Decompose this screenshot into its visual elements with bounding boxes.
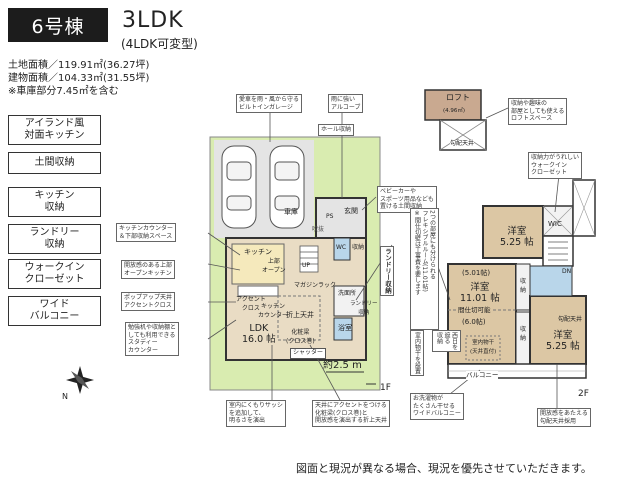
room-west3-sloped: 勾配天井 — [558, 316, 583, 323]
callout-walkin-closet: 収納力がうれしい ウォークイン クローゼット — [528, 152, 583, 179]
callout-popup-ceiling: ポップアップ天井 アクセントクロス — [121, 292, 176, 311]
bath-label: 浴室 — [338, 324, 352, 332]
callout-west-storage: 西日を 遮る 収納 — [432, 330, 461, 352]
dn-label: DN — [562, 268, 572, 275]
floor1-label: 1F — [380, 383, 391, 393]
building-area: 建物面積／104.33㎡(31.55坪) — [8, 73, 150, 84]
partition-label: 間仕切可能 — [458, 306, 491, 315]
layout-type: 3LDK — [122, 8, 184, 33]
kitchen-counter-label: キッチン カウンター — [258, 303, 289, 319]
stairs-1f — [299, 245, 319, 273]
feature-doma-storage: 土間収納 — [8, 152, 101, 174]
room-west3-label: 洋室 5.25 帖 — [546, 330, 580, 352]
balcony-label: バルコニー — [466, 371, 499, 380]
callout-kitchen-counter: キッチンカウンター ＆下部収納スペース — [116, 223, 177, 242]
indoor-dry-label: 室内物干 (天井直付) — [470, 340, 497, 355]
floor2-label: 2F — [578, 389, 589, 399]
callout-study-counter: 勉強机や収納棚と しても利用できる スタディー カウンター — [125, 322, 180, 356]
callout-indoor-dry: 室内物干を設置 — [410, 330, 424, 376]
compass-icon — [66, 366, 94, 394]
wic-label: WIC — [548, 220, 562, 228]
callout-builtin-garage: 愛車を雨・風から守る ビルトインガレージ — [236, 94, 303, 113]
room-west1 — [482, 205, 544, 259]
garage-label: 車庫 — [284, 208, 298, 216]
car-icon — [269, 145, 305, 229]
callout-wide-balcony: お洗濯物が たくさん干せる ワイドバルコニー — [410, 393, 464, 420]
area-info: 土地面積／119.91㎡(36.27坪) 建物面積／104.33㎡(31.55坪… — [8, 59, 149, 98]
wc-label: WC — [336, 244, 347, 251]
loft-size: (4.96㎡) — [443, 108, 466, 114]
raised-ceiling-outline — [277, 295, 321, 341]
kitchen-area — [231, 243, 285, 285]
raised-ceiling-label: 折上天井 — [286, 311, 314, 319]
room-main-a-label: (5.01帖) — [462, 269, 491, 277]
shutter-label: シャッター — [290, 348, 327, 359]
indoor-dry-outline — [465, 335, 501, 361]
kitchen-counter — [237, 285, 279, 297]
callout-loft-space: 収納や趣味の 部屋としても使える ロフトスペース — [508, 98, 568, 125]
upper-oven-label: 上部 オープン — [262, 258, 286, 274]
callout-alcove: 雨に強い アルコーブ — [328, 94, 364, 113]
building-number-badge: 6号棟 — [8, 8, 108, 42]
feature-island-kitchen: アイランド風 対面キッチン — [8, 115, 101, 145]
loft-label: ロフト — [446, 93, 470, 102]
callout-frosted-sash: 室内にくもりサッシ を追加して、 明るさを演出 — [226, 400, 286, 427]
wc-2f — [529, 265, 573, 297]
compass-north-label: N — [62, 392, 68, 401]
stairs-2f — [548, 241, 568, 261]
magazine-rack-label: マガジンラック — [294, 282, 337, 289]
stair-hall-2f — [542, 235, 574, 267]
wash-room — [333, 285, 365, 317]
feature-walkin-closet: ウォークイン クローゼット — [8, 259, 101, 289]
garage-note: ※車庫部分7.45㎡を含む — [8, 86, 119, 97]
dimension-label: 約2.5 m — [323, 360, 362, 371]
callout-hall-storage: ホール収納 — [318, 124, 355, 136]
up-label: UP — [302, 262, 311, 269]
ps-label: PS — [326, 213, 334, 220]
ldk-size: 16.0 帖 — [242, 334, 276, 345]
kitchen-label: キッチン — [244, 248, 272, 256]
laundry-storage-label: ランドリー 収納 — [350, 301, 378, 316]
ldk-label: LDK 16.0 帖 — [242, 323, 276, 345]
room-west3-size: 5.25 帖 — [546, 341, 580, 352]
room-west1-size: 5.25 帖 — [500, 237, 534, 248]
callout-ceiling-accent: 天井にアクセントをつける 化粧梁(クロス巻)と 開放感を演出する折上天井 — [312, 400, 391, 427]
loft-sloped-label: 勾配天井 — [450, 140, 475, 149]
land-area: 土地面積／119.91㎡(36.27坪) — [8, 60, 150, 71]
callout-laundry-storage: ランドリー収納 — [380, 246, 394, 296]
callout-sloped-ceiling: 開放感をあたえる 勾配天井採用 — [537, 408, 591, 427]
room-main-size: 11.01 帖 — [460, 293, 500, 304]
bath-room — [333, 317, 353, 341]
loft-room — [424, 89, 482, 121]
entrance-label: 玄関 — [344, 207, 358, 215]
feature-wide-balcony: ワイド バルコニー — [8, 296, 101, 326]
makeup-beam-label: 化粧梁 (クロス巻) — [286, 329, 315, 345]
car-icon — [221, 145, 257, 229]
storage-2f-b-label: 収納 — [519, 326, 526, 342]
wash-label: 洗面所 — [338, 290, 357, 297]
room-main-label: 洋室 11.01 帖 — [460, 282, 500, 304]
wc-room — [333, 237, 351, 261]
room-main-c-label: (6.0帖) — [462, 318, 486, 326]
storage-2f-a-label: 収納 — [519, 278, 526, 294]
room-west1-label: 洋室 5.25 帖 — [500, 226, 534, 248]
feature-kitchen-storage: キッチン 収納 — [8, 187, 101, 217]
footer-disclaimer: 図面と現況が異なる場合、現況を優先させていただきます。 — [296, 462, 592, 475]
accent-cloth-label: アクセント クロス — [236, 296, 266, 312]
layout-alternative: (4LDK可変型) — [121, 37, 198, 51]
storage-label-1f: 収納 — [352, 244, 365, 251]
callout-open-kitchen: 開放感のある上部 オープンキッチン — [121, 260, 176, 279]
callout-flexible-room: 2つの部屋にも分けられる フレキシブルルーム(11.01帖) ※間仕切壁は工事費… — [410, 208, 439, 330]
skylight-label: 吹抜 — [312, 226, 325, 233]
feature-laundry-storage: ランドリー 収納 — [8, 224, 101, 254]
